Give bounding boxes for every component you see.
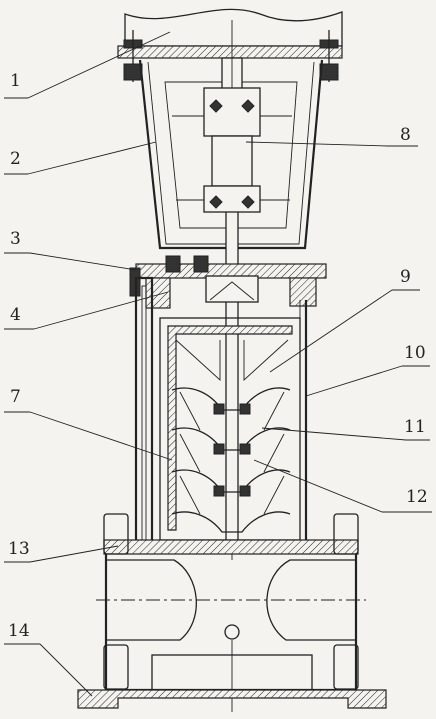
callout-14: 14 — [8, 621, 30, 641]
callout-7: 7 — [10, 387, 21, 407]
coupling — [203, 87, 261, 213]
pump-stages — [159, 317, 301, 541]
callout-9: 9 — [400, 267, 411, 287]
callout-10: 10 — [404, 343, 426, 363]
seal-chamber — [129, 255, 327, 309]
pump-base — [77, 513, 387, 712]
callout-labels: 1 2 3 4 7 8 9 10 11 12 13 14 — [8, 71, 428, 641]
motor-flange — [117, 45, 343, 59]
callout-4: 4 — [10, 305, 21, 325]
callout-12: 12 — [406, 487, 428, 507]
callout-2: 2 — [10, 149, 21, 169]
callout-3: 3 — [10, 229, 21, 249]
callout-11: 11 — [404, 417, 426, 437]
callout-1: 1 — [10, 71, 21, 91]
callout-13: 13 — [8, 539, 30, 559]
motor-stub — [117, 8, 343, 82]
leader-lines — [4, 31, 432, 697]
callout-8: 8 — [400, 125, 411, 145]
